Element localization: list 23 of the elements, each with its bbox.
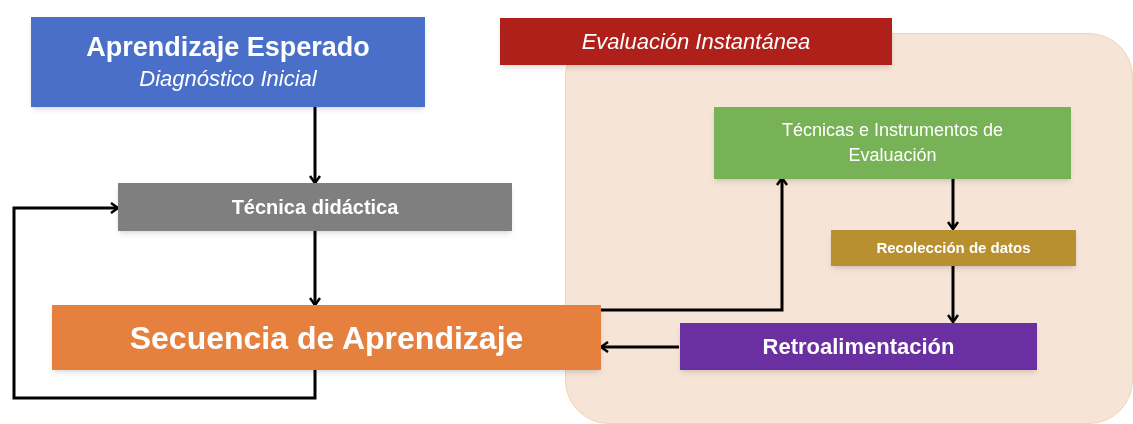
arrow	[599, 340, 679, 354]
box-label: Secuencia de Aprendizaje	[129, 318, 524, 358]
process-box	[680, 323, 1037, 370]
box-label: Técnica didáctica	[231, 195, 399, 220]
arrow	[946, 178, 960, 231]
box-label: Retroalimentación	[762, 333, 955, 361]
arrow	[12, 201, 317, 400]
group-panel	[565, 33, 1133, 424]
box-label: Aprendizaje Esperado	[86, 31, 370, 65]
arrow	[308, 231, 322, 307]
arrow	[946, 265, 960, 324]
process-box	[714, 107, 1071, 179]
arrow	[308, 107, 322, 185]
arrow	[601, 176, 789, 312]
box-label: Técnicas e Instrumentos de Evaluación	[780, 119, 1005, 167]
process-box	[831, 230, 1076, 266]
process-box	[52, 305, 601, 370]
process-box	[31, 17, 425, 107]
box-label: Recolección de datos	[876, 237, 1031, 258]
box-label: Diagnóstico Inicial	[139, 65, 317, 93]
process-box	[118, 183, 512, 231]
title-banner	[500, 18, 892, 65]
box-label: Evaluación Instantánea	[581, 28, 811, 56]
